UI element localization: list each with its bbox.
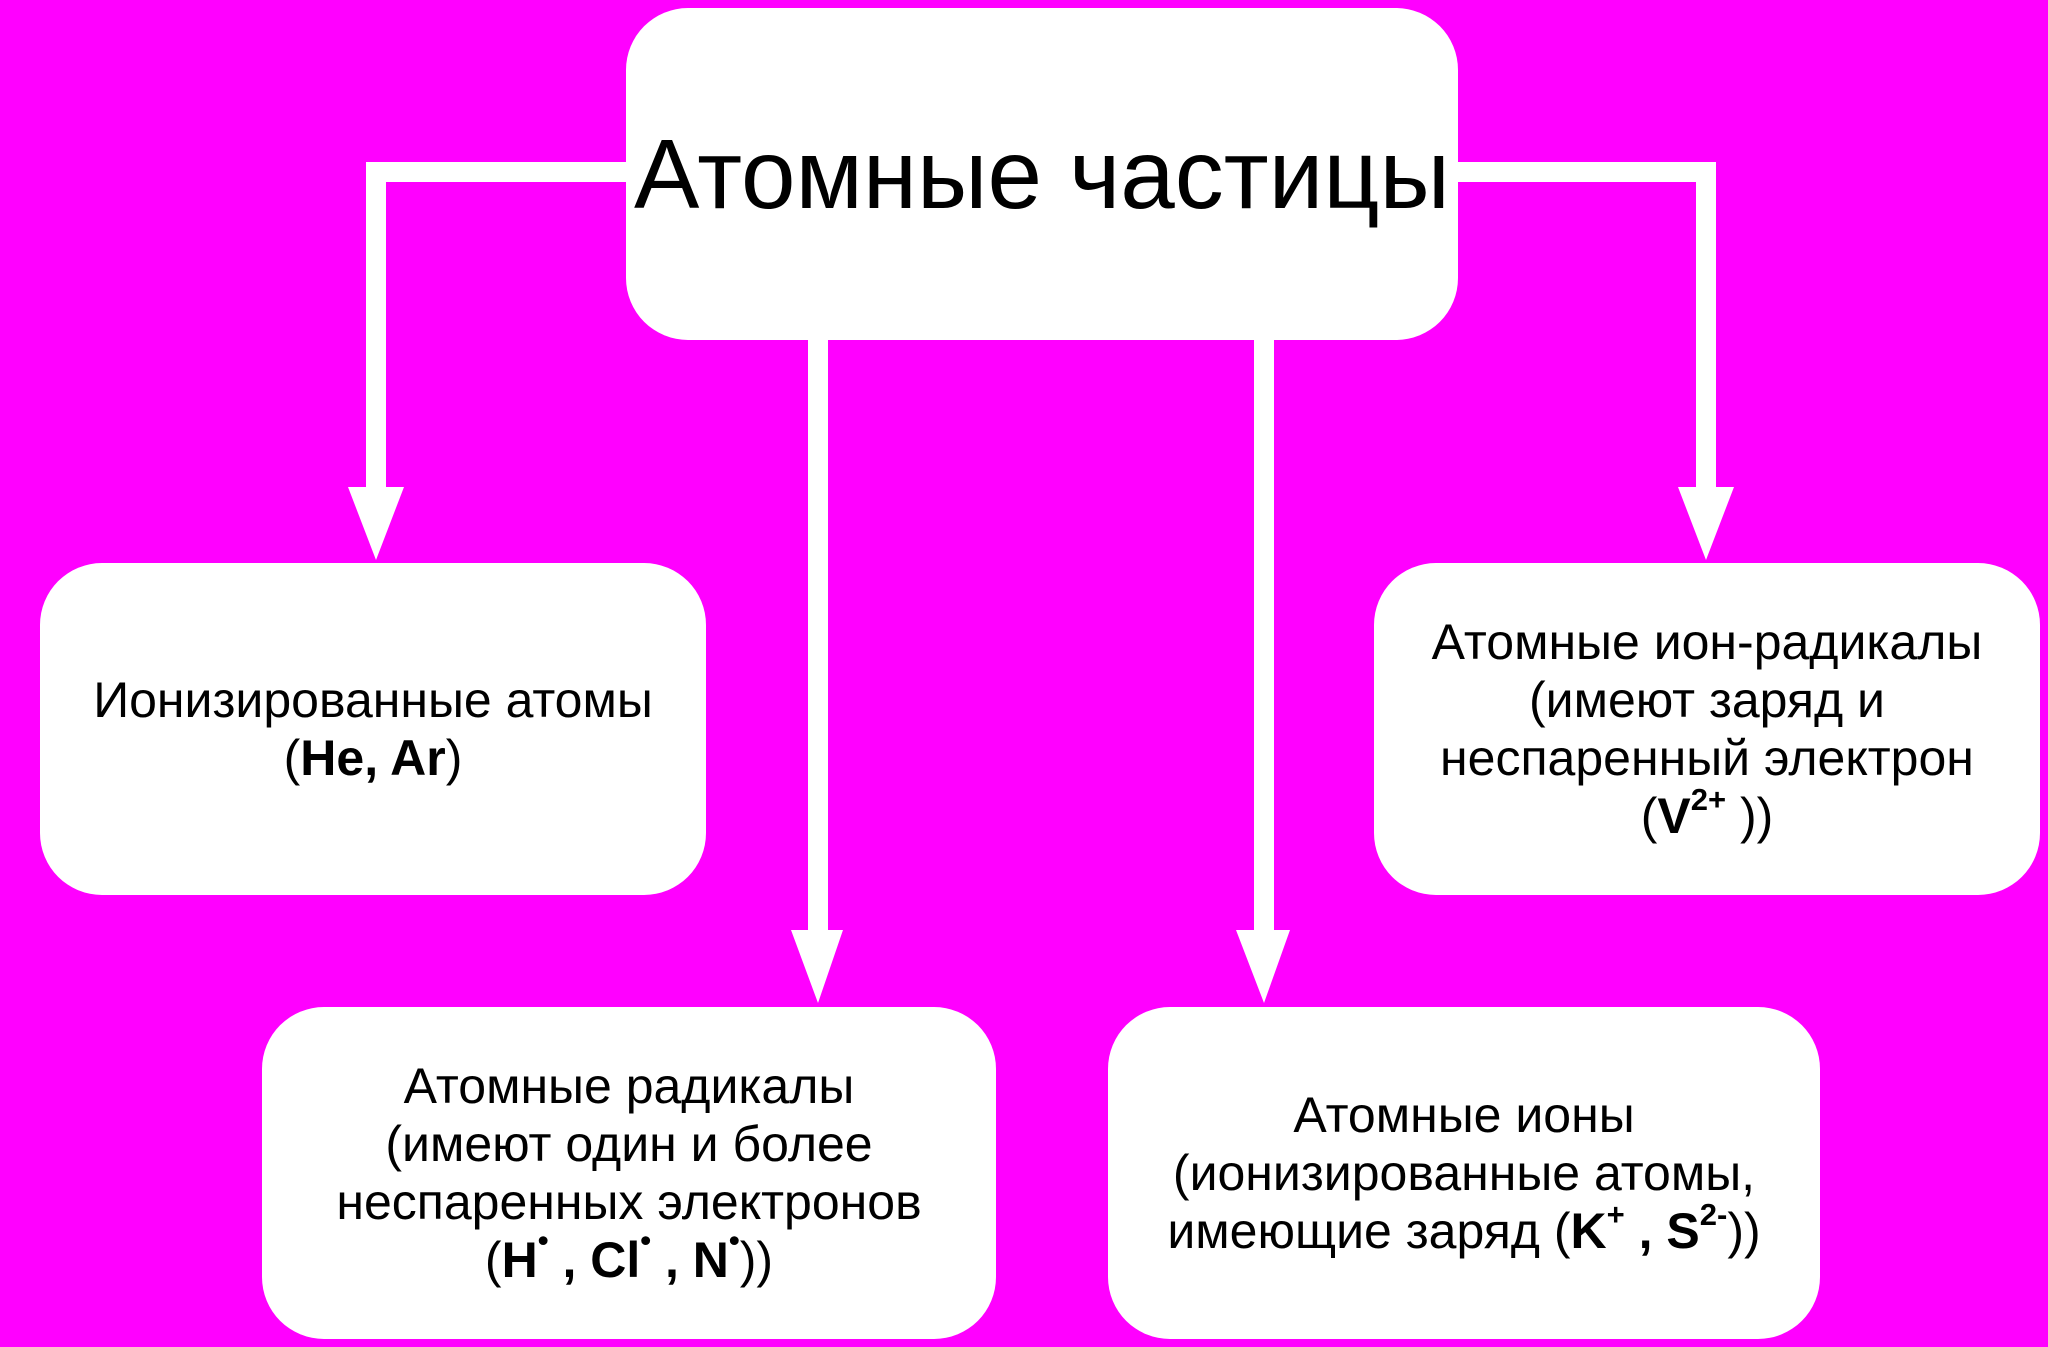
ionized-atoms-open: ( — [283, 730, 301, 786]
ion-radicals-example-line: (V2+ )) — [1432, 784, 1983, 845]
atomic-ions-close: )) — [1727, 1203, 1761, 1259]
atomic-radicals-line1: Атомные радикалы — [403, 1058, 855, 1114]
radical-dot-cl: • — [640, 1222, 652, 1258]
ion-radicals-line2: (имеют заряд и — [1528, 672, 1885, 728]
atomic-ions-sep: , — [1624, 1203, 1667, 1259]
ion-radicals-text: Атомные ион-радикалы (имеют заряд и несп… — [1432, 613, 1983, 845]
atomic-radicals-ex-h: H — [501, 1232, 538, 1288]
ionized-atoms-examples: He, Ar — [300, 730, 446, 786]
ion-radicals-box: Атомные ион-радикалы (имеют заряд и несп… — [1374, 563, 2040, 895]
ionized-atoms-box: Ионизированные атомы (He, Ar) — [40, 563, 706, 895]
atomic-ions-line2: (ионизированные атомы, — [1172, 1145, 1756, 1201]
atomic-radicals-sep1: , — [548, 1232, 591, 1288]
atomic-ions-text: Атомные ионы (ионизированные атомы, имею… — [1167, 1086, 1760, 1260]
root-node-box: Атомные частицы — [626, 8, 1458, 340]
ion-radicals-line3: неспаренный электрон — [1440, 730, 1974, 786]
atomic-radicals-sep2: , — [651, 1232, 693, 1288]
atomic-radicals-open: ( — [484, 1232, 502, 1288]
ion-radicals-line1: Атомные ион-радикалы — [1431, 614, 1983, 670]
atomic-ions-example-line: имеющие заряд (K+ , S2-)) — [1167, 1199, 1761, 1260]
atomic-radicals-text: Атомные радикалы (имеют один и более нес… — [336, 1057, 921, 1289]
atomic-radicals-ex-cl: Cl — [590, 1232, 641, 1288]
ion-radicals-charge: 2+ — [1690, 781, 1727, 817]
connector-to-ionized-atoms — [348, 162, 626, 560]
ionized-atoms-examples-line: (He, Ar) — [93, 729, 653, 787]
connector-to-atomic-ions — [1236, 340, 1290, 1003]
ionized-atoms-label: Ионизированные атомы — [93, 672, 653, 728]
atomic-ions-ex-k: K — [1570, 1203, 1607, 1259]
root-title: Атомные частицы — [634, 118, 1450, 229]
radical-dot-h: • — [537, 1222, 549, 1258]
ionized-atoms-text: Ионизированные атомы (He, Ar) — [93, 671, 653, 787]
ionized-atoms-close: ) — [445, 730, 463, 786]
atomic-ions-ex-s: S — [1666, 1203, 1700, 1259]
atomic-radicals-ex-n: N — [692, 1232, 729, 1288]
atomic-radicals-example-line: (H• , Cl• , N•)) — [336, 1225, 921, 1289]
atomic-ions-box: Атомные ионы (ионизированные атомы, имею… — [1108, 1007, 1820, 1339]
ion-radicals-open: ( — [1640, 788, 1658, 844]
atomic-ions-charge-k: + — [1606, 1196, 1625, 1232]
atomic-ions-line3-text: имеющие заряд ( — [1167, 1203, 1571, 1259]
atomic-ions-charge-s: 2- — [1699, 1196, 1728, 1232]
atomic-radicals-line3: неспаренных электронов — [336, 1174, 922, 1230]
radical-dot-n: • — [728, 1222, 740, 1258]
atomic-radicals-close: )) — [739, 1232, 774, 1288]
ion-radicals-example: V — [1657, 788, 1691, 844]
atomic-radicals-line2: (имеют один и более — [385, 1116, 873, 1172]
atomic-ions-line1: Атомные ионы — [1293, 1087, 1635, 1143]
atomic-radicals-box: Атомные радикалы (имеют один и более нес… — [262, 1007, 996, 1339]
connector-to-atomic-radicals — [791, 340, 843, 1003]
connector-to-ion-radicals — [1456, 162, 1734, 560]
ion-radicals-close: )) — [1726, 788, 1774, 844]
